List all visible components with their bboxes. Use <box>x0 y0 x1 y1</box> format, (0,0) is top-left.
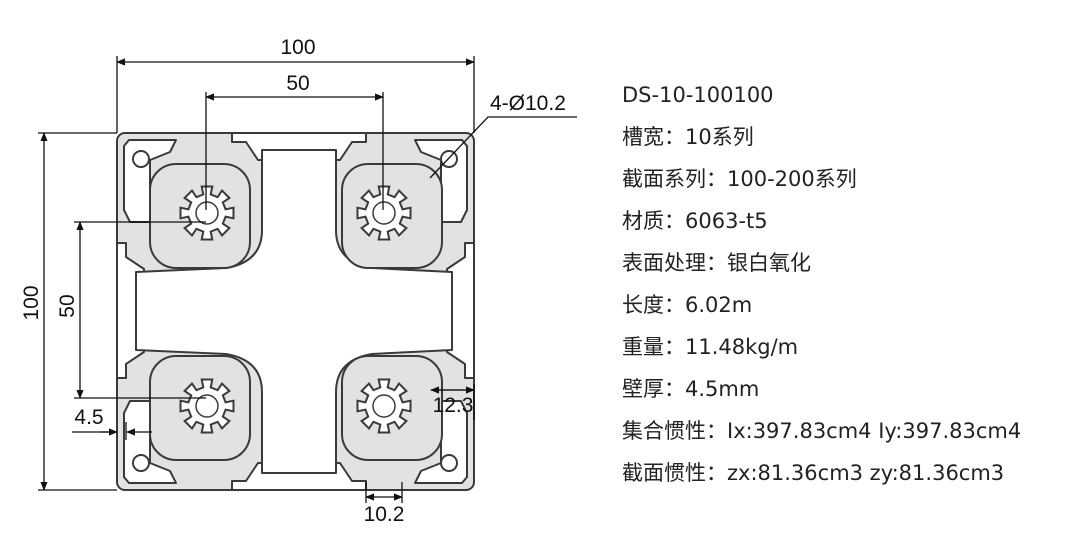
core-hole-center-tr <box>372 201 396 225</box>
dimension-lines <box>38 56 577 503</box>
spec-slot-width: 槽宽：10系列 <box>622 125 754 149</box>
core-hole-center-bl <box>195 394 219 418</box>
profile-cross-section <box>116 132 475 491</box>
spec-series: 截面系列：100-200系列 <box>622 167 857 191</box>
spec-list: DS-10-100100 槽宽：10系列 截面系列：100-200系列 材质：6… <box>622 74 1072 494</box>
spec-length: 长度：6.02m <box>622 293 753 317</box>
corner-hole-tl <box>132 150 150 168</box>
profile-drawing: 100 50 4-Ø10.2 100 50 4.5 12.3 10.2 <box>20 36 577 526</box>
right-slot <box>446 242 475 379</box>
dim-slot-spacing-h: 50 <box>286 72 309 95</box>
dim-lip: 12.3 <box>433 394 474 417</box>
spec-model: DS-10-100100 <box>622 83 774 107</box>
corner-hole-bl <box>132 454 150 472</box>
dim-slot-width: 10.2 <box>364 503 405 526</box>
corner-hole-br <box>440 454 458 472</box>
dim-overall-height: 100 <box>20 285 43 320</box>
spec-material: 材质：6063-t5 <box>622 209 768 233</box>
dim-wall: 4.5 <box>74 406 103 429</box>
core-holes <box>179 185 412 434</box>
dim-slot-spacing-v: 50 <box>56 294 79 317</box>
dim-overall-width: 100 <box>280 36 315 59</box>
spec-wall-thickness: 壁厚：4.5mm <box>622 377 760 401</box>
spec-section-modulus: 截面惯性：zx:81.36cm3 zy:81.36cm3 <box>622 461 1005 485</box>
core-hole-center-br <box>372 394 396 418</box>
spec-moment-of-inertia: 集合惯性：Ix:397.83cm4 Iy:397.83cm4 <box>622 419 1022 443</box>
spec-weight: 重量：11.48kg/m <box>622 335 799 359</box>
spec-surface: 表面处理：银白氧化 <box>622 251 811 275</box>
core-hole-center-tl <box>195 201 219 225</box>
dim-hole-callout: 4-Ø10.2 <box>490 92 566 115</box>
